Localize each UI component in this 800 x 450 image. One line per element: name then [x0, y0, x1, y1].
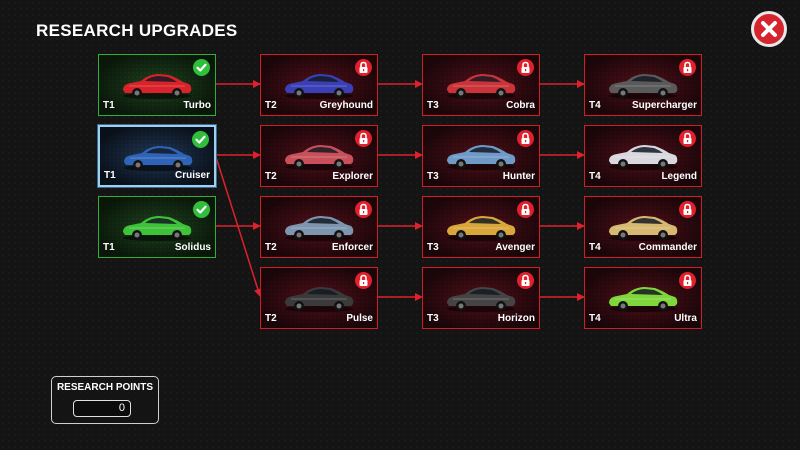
lock-badge: [517, 201, 534, 218]
lock-badge: [679, 59, 696, 76]
card-tier: T1: [103, 100, 115, 111]
lock-icon: [359, 132, 368, 144]
card-tier: T3: [427, 242, 439, 253]
car-image: [124, 146, 193, 171]
upgrade-card-ultra[interactable]: T4 Ultra: [584, 267, 702, 329]
check-icon: [195, 135, 206, 144]
card-name: Cruiser: [174, 170, 210, 181]
car-image: [285, 216, 354, 241]
lock-badge: [355, 272, 372, 289]
upgrade-card-pulse[interactable]: T2 Pulse: [260, 267, 378, 329]
card-name: Turbo: [183, 100, 211, 111]
page-title: RESEARCH UPGRADES: [36, 21, 238, 40]
card-name: Commander: [638, 242, 697, 253]
car-image: [447, 74, 516, 99]
card-tier: T1: [104, 170, 116, 181]
lock-icon: [359, 61, 368, 73]
card-tier: T4: [589, 171, 601, 182]
card-name: Explorer: [332, 171, 373, 182]
lock-badge: [679, 272, 696, 289]
research-points-label: RESEARCH POINTS: [56, 382, 154, 393]
card-tier: T4: [589, 100, 601, 111]
card-name: Horizon: [497, 313, 535, 324]
lock-icon: [683, 203, 692, 215]
lock-icon: [521, 203, 530, 215]
car-image: [123, 216, 192, 241]
lock-icon: [683, 61, 692, 73]
lock-badge: [355, 201, 372, 218]
upgrade-card-cruiser[interactable]: T1 Cruiser: [98, 125, 216, 187]
upgrade-card-cobra[interactable]: T3 Cobra: [422, 54, 540, 116]
lock-icon: [521, 61, 530, 73]
lock-icon: [683, 274, 692, 286]
lock-badge: [517, 130, 534, 147]
car-image: [447, 145, 516, 170]
card-tier: T3: [427, 171, 439, 182]
upgrade-card-supercharger[interactable]: T4 Supercharger: [584, 54, 702, 116]
card-tier: T3: [427, 100, 439, 111]
close-icon: [761, 21, 777, 37]
unlocked-badge: [193, 59, 210, 76]
upgrade-card-solidus[interactable]: T1 Solidus: [98, 196, 216, 258]
check-icon: [196, 205, 207, 214]
card-name: Supercharger: [631, 100, 697, 111]
car-image: [447, 287, 516, 312]
upgrade-card-horizon[interactable]: T3 Horizon: [422, 267, 540, 329]
close-button[interactable]: [751, 11, 787, 47]
card-name: Greyhound: [319, 100, 373, 111]
car-image: [609, 145, 678, 170]
card-name: Avenger: [495, 242, 535, 253]
card-name: Legend: [661, 171, 697, 182]
lock-badge: [517, 272, 534, 289]
card-tier: T1: [103, 242, 115, 253]
card-tier: T2: [265, 313, 277, 324]
lock-icon: [521, 132, 530, 144]
card-tier: T4: [589, 242, 601, 253]
upgrade-card-enforcer[interactable]: T2 Enforcer: [260, 196, 378, 258]
card-tier: T2: [265, 242, 277, 253]
unlocked-badge: [193, 201, 210, 218]
car-image: [609, 287, 678, 312]
card-name: Ultra: [674, 313, 697, 324]
card-tier: T4: [589, 313, 601, 324]
lock-badge: [679, 201, 696, 218]
car-image: [609, 74, 678, 99]
card-tier: T3: [427, 313, 439, 324]
car-image: [285, 74, 354, 99]
upgrade-card-commander[interactable]: T4 Commander: [584, 196, 702, 258]
card-name: Hunter: [502, 171, 535, 182]
upgrade-card-greyhound[interactable]: T2 Greyhound: [260, 54, 378, 116]
upgrade-card-avenger[interactable]: T3 Avenger: [422, 196, 540, 258]
card-name: Enforcer: [331, 242, 373, 253]
lock-badge: [517, 59, 534, 76]
lock-badge: [679, 130, 696, 147]
upgrade-card-turbo[interactable]: T1 Turbo: [98, 54, 216, 116]
lock-icon: [521, 274, 530, 286]
car-image: [609, 216, 678, 241]
car-image: [123, 74, 192, 99]
arrow-cruiser-pulse: [215, 156, 262, 297]
lock-badge: [355, 130, 372, 147]
card-tier: T2: [265, 100, 277, 111]
card-name: Cobra: [506, 100, 535, 111]
upgrade-card-explorer[interactable]: T2 Explorer: [260, 125, 378, 187]
upgrade-card-legend[interactable]: T4 Legend: [584, 125, 702, 187]
card-tier: T2: [265, 171, 277, 182]
research-points-panel: RESEARCH POINTS 0: [51, 376, 159, 424]
research-points-value: 0: [73, 400, 131, 417]
card-name: Pulse: [346, 313, 373, 324]
car-image: [285, 145, 354, 170]
lock-icon: [359, 274, 368, 286]
check-icon: [196, 63, 207, 72]
car-image: [285, 287, 354, 312]
card-name: Solidus: [174, 242, 211, 253]
lock-badge: [355, 59, 372, 76]
unlocked-badge: [192, 131, 209, 148]
lock-icon: [683, 132, 692, 144]
upgrade-card-hunter[interactable]: T3 Hunter: [422, 125, 540, 187]
car-image: [447, 216, 516, 241]
lock-icon: [359, 203, 368, 215]
